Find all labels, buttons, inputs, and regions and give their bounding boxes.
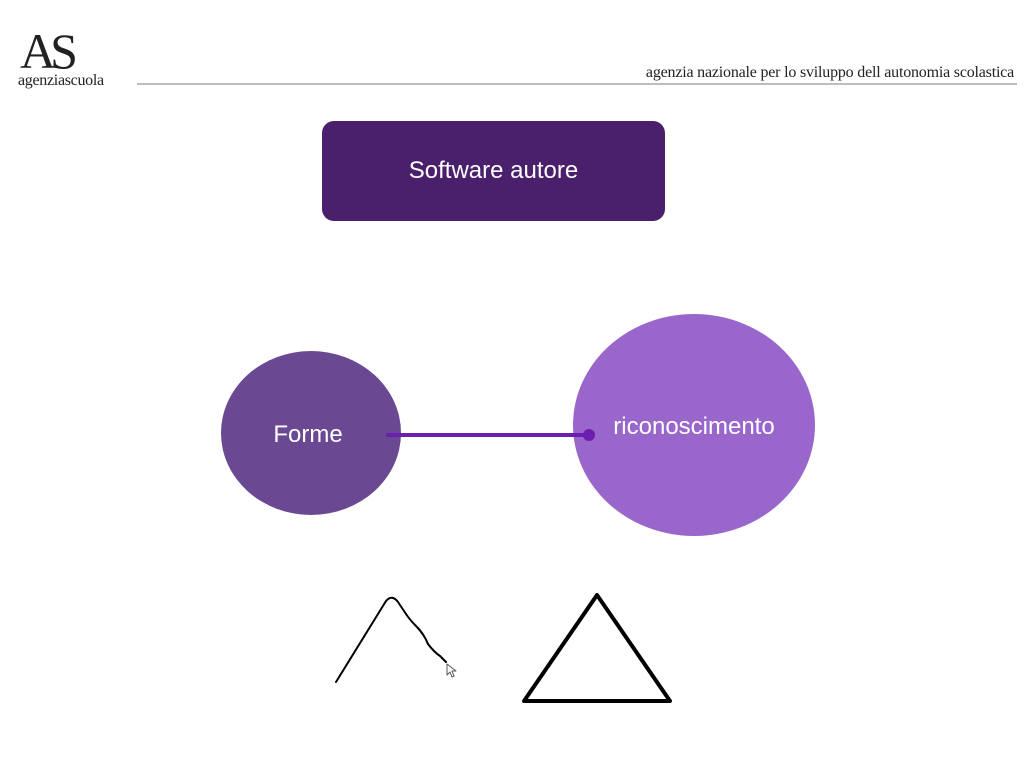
title-text: Software autore xyxy=(408,157,579,184)
mouse-cursor-icon xyxy=(446,663,457,678)
logo-mark: AS xyxy=(20,23,78,79)
title-box: Software autore xyxy=(322,121,665,221)
forme-node xyxy=(221,351,401,515)
agenziascuola-logo: AS agenziascuola xyxy=(18,26,128,96)
recognized-triangle xyxy=(522,593,672,703)
logo-name: agenziascuola xyxy=(18,72,104,89)
forme-label: Forme xyxy=(273,421,342,448)
connector-endpoint-dot xyxy=(583,429,595,441)
riconoscimento-label: riconoscimento xyxy=(613,413,774,440)
header-tagline: agenzia nazionale per lo sviluppo dell a… xyxy=(645,64,1014,81)
riconoscimento-node xyxy=(573,314,815,536)
header-rule xyxy=(137,83,1017,85)
hand-drawn-stroke xyxy=(335,596,447,683)
